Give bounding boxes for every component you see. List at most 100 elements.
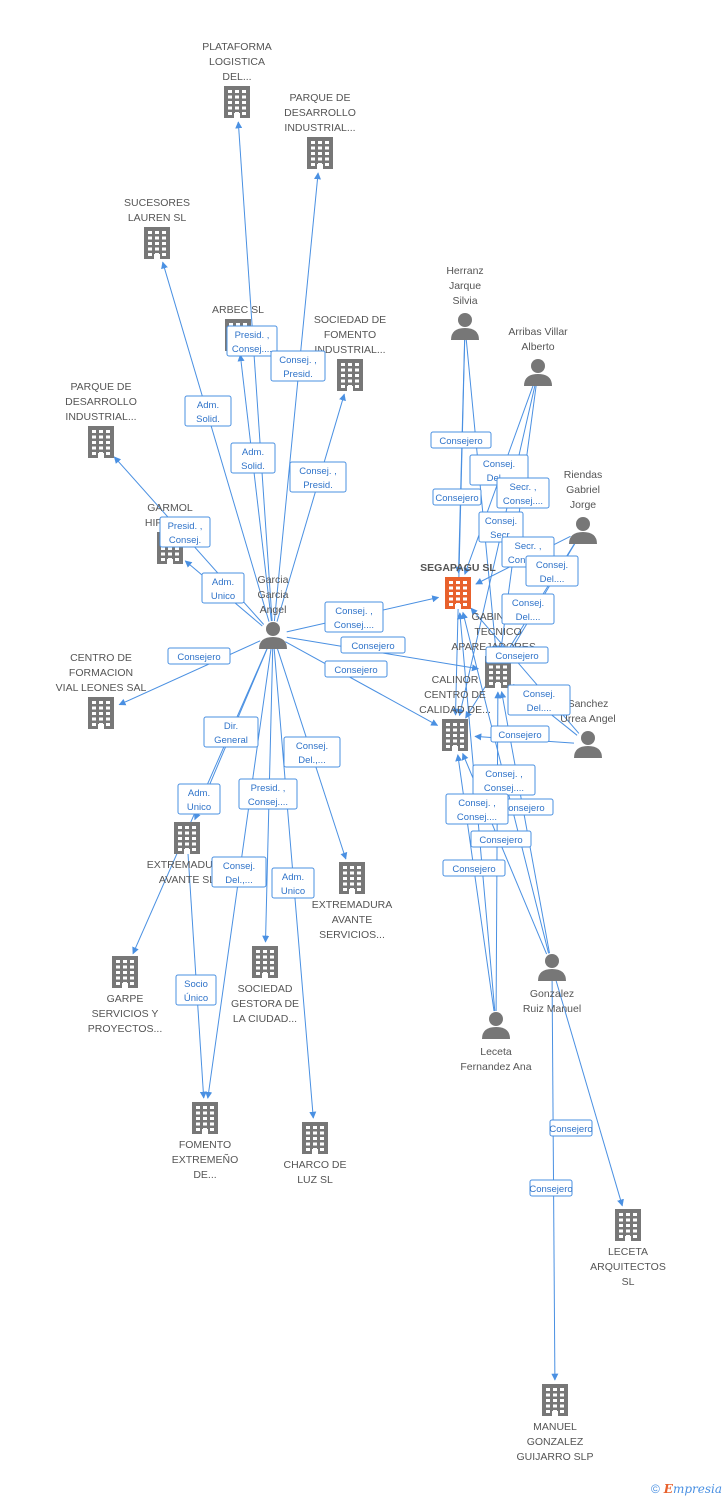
node-label-sociedad_gestora: GESTORA DE: [231, 998, 299, 1010]
node-label-plataforma: DEL...: [222, 71, 251, 83]
node-label-parque1: INDUSTRIAL...: [284, 122, 355, 134]
role-label: Consej.Del....: [525, 555, 579, 587]
node-label-parque1: DESARROLLO: [284, 107, 356, 119]
role-label: Consejero: [549, 1119, 593, 1137]
node-label-garcia: Garcia: [258, 574, 289, 586]
node-label-garpe: GARPE: [107, 993, 144, 1005]
node-label-charco: CHARCO DE: [283, 1159, 346, 1171]
node-label-parque1: PARQUE DE: [289, 92, 350, 104]
node-label-extremadura_servicios: AVANTE: [332, 914, 372, 926]
node-label-centro_formacion: CENTRO DE: [70, 652, 132, 664]
role-text: Consej.: [296, 741, 328, 752]
role-text: Consej....: [334, 620, 374, 631]
building-icon[interactable]: [337, 359, 363, 391]
building-icon[interactable]: [144, 227, 170, 259]
role-label: Consej. ,Consej....: [445, 793, 509, 825]
node-label-calinor: CALIDAD DE...: [419, 704, 491, 716]
role-label: Consej.Del.,...: [211, 856, 267, 888]
role-text: Presid. ,: [168, 521, 203, 532]
building-icon[interactable]: [307, 137, 333, 169]
building-icon[interactable]: [252, 946, 278, 978]
node-label-fomento_extremeno: DE...: [193, 1169, 216, 1181]
copyright-symbol: ©: [650, 1482, 660, 1496]
node-label-sanchez: Urrea Angel: [560, 713, 615, 725]
role-text: Consejero: [435, 493, 478, 504]
person-icon[interactable]: [574, 731, 602, 758]
node-label-sucesores: LAUREN SL: [128, 212, 187, 224]
role-text: Consej....: [457, 812, 497, 823]
role-text: Consejero: [351, 641, 394, 652]
role-label: Presid. , Consej....: [226, 325, 278, 357]
node-label-manuel_gonzalez: MANUEL: [533, 1421, 577, 1433]
role-text: Unico: [187, 802, 211, 813]
role-text: Consej.: [512, 598, 544, 609]
node-label-sociedad_fomento: SOCIEDAD DE: [314, 314, 386, 326]
building-icon[interactable]: [174, 822, 200, 854]
node-label-fomento_extremeno: FOMENTO: [179, 1139, 231, 1151]
person-icon[interactable]: [569, 517, 597, 544]
role-label: Consej.Del.,...: [283, 736, 341, 768]
role-text: Consej. ,: [485, 769, 523, 780]
node-label-extremadura_servicios: SERVICIOS...: [319, 929, 385, 941]
building-icon[interactable]: [112, 956, 138, 988]
role-text: Consejero: [334, 665, 377, 676]
role-label: Presid. , Consej.: [159, 516, 211, 548]
role-text: Presid. ,: [235, 330, 270, 341]
role-text: Consej.: [536, 560, 568, 571]
role-text: Adm.: [197, 400, 219, 411]
role-text: Solid.: [241, 461, 265, 472]
node-label-parque2: PARQUE DE: [70, 381, 131, 393]
building-icon[interactable]: [88, 426, 114, 458]
roles-layer: Presid. , Consej.... Consej. , Presid. Adm. S…: [159, 325, 593, 1197]
person-icon[interactable]: [451, 313, 479, 340]
person-icon[interactable]: [482, 1012, 510, 1039]
node-label-gabinete: TECNICO: [474, 626, 521, 638]
role-text: Consej.: [223, 861, 255, 872]
role-text: Presid. ,: [251, 783, 286, 794]
role-text: Consejero: [439, 436, 482, 447]
role-label: Dir.General: [203, 716, 259, 748]
role-text: Consej. ,: [299, 466, 337, 477]
building-icon[interactable]: [615, 1209, 641, 1241]
node-label-parque2: INDUSTRIAL...: [65, 411, 136, 423]
building-icon[interactable]: [542, 1384, 568, 1416]
role-label: Consejero: [430, 431, 492, 449]
role-text: Consej.: [483, 459, 515, 470]
role-text: Consejero: [479, 835, 522, 846]
node-label-sociedad_gestora: SOCIEDAD: [238, 983, 293, 995]
edge-garcia-arbec: [237, 354, 272, 622]
person-icon[interactable]: [259, 622, 287, 649]
role-text: Consejero: [495, 651, 538, 662]
role-label: Consejero: [529, 1179, 573, 1197]
focus-company-icon[interactable]: [445, 577, 471, 609]
role-label: Consej.Del....: [507, 684, 571, 716]
person-icon[interactable]: [538, 954, 566, 981]
node-label-riendas: Gabriel: [566, 484, 600, 496]
building-icon[interactable]: [224, 86, 250, 118]
role-text: Secr. ,: [510, 482, 537, 493]
building-icon[interactable]: [339, 862, 365, 894]
role-text: Socio: [184, 979, 208, 990]
edge-garcia-sucesores: [161, 261, 270, 622]
edge-leceta-gabinete: [494, 691, 502, 1012]
role-label: Consejero: [432, 488, 482, 506]
node-label-garpe: PROYECTOS...: [88, 1023, 163, 1035]
building-icon[interactable]: [192, 1102, 218, 1134]
node-label-sociedad_fomento: FOMENTO: [324, 329, 376, 341]
building-icon[interactable]: [442, 719, 468, 751]
role-text: Consej.: [523, 689, 555, 700]
building-icon[interactable]: [88, 697, 114, 729]
person-icon[interactable]: [524, 359, 552, 386]
role-text: Del....: [516, 612, 541, 623]
role-text: Consej....: [232, 344, 272, 355]
role-text: Consej.: [169, 535, 201, 546]
role-text: Unico: [281, 886, 305, 897]
role-label: Consejero: [485, 646, 549, 664]
building-icon[interactable]: [302, 1122, 328, 1154]
node-label-centro_formacion: FORMACION: [69, 667, 133, 679]
role-text: Presid.: [283, 369, 313, 380]
node-label-herranz: Herranz: [446, 265, 483, 277]
role-text: Presid.: [303, 480, 333, 491]
